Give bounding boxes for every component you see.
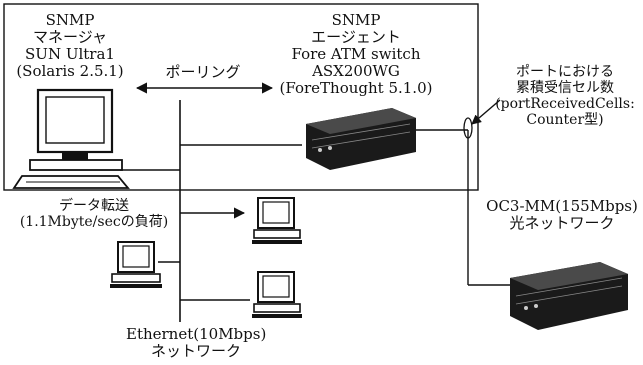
manager-machine: SUN Ultra1: [14, 46, 126, 63]
optical-line2: 光ネットワーク: [484, 215, 640, 232]
manager-os: (Solaris 2.5.1): [14, 63, 126, 80]
data-transfer-line1: データ転送: [14, 198, 174, 214]
source-pc-icon: [110, 242, 162, 288]
manager-label: SNMP マネージャ SUN Ultra1 (Solaris 2.5.1): [14, 12, 126, 80]
optical-network-label: OC3-MM(155Mbps) 光ネットワーク: [484, 198, 640, 232]
ethernet-line1: Ethernet(10Mbps): [126, 326, 266, 343]
port-counter-line2: 累積受信セル数: [490, 80, 640, 96]
agent-device: Fore ATM switch: [276, 46, 436, 63]
receiver-pc-upper-icon: [252, 198, 302, 244]
manager-workstation-icon: [14, 90, 128, 188]
agent-firmware: (ForeThought 5.1.0): [276, 80, 436, 97]
optical-line1: OC3-MM(155Mbps): [484, 198, 640, 215]
agent-model: ASX200WG: [276, 63, 436, 80]
data-transfer-label: データ転送 (1.1Mbyte/secの負荷): [14, 198, 174, 230]
polling-text: ポーリング: [148, 64, 258, 81]
atm-switch-agent-icon: [306, 108, 416, 170]
manager-role: マネージャ: [14, 29, 126, 46]
agent-label: SNMP エージェント Fore ATM switch ASX200WG (Fo…: [276, 12, 436, 97]
atm-switch-remote-icon: [510, 262, 628, 330]
agent-role: エージェント: [276, 29, 436, 46]
port-counter-label: ポートにおける 累積受信セル数 (portReceivedCells: Coun…: [490, 64, 640, 128]
port-counter-line1: ポートにおける: [490, 64, 640, 80]
ethernet-network-label: Ethernet(10Mbps) ネットワーク: [126, 326, 266, 360]
receiver-pc-lower-icon: [252, 272, 302, 318]
port-counter-line4: Counter型): [490, 112, 640, 128]
manager-title: SNMP: [14, 12, 126, 29]
agent-title: SNMP: [276, 12, 436, 29]
polling-label: ポーリング: [148, 64, 258, 81]
port-counter-line3: (portReceivedCells:: [490, 96, 640, 112]
data-transfer-line2: (1.1Mbyte/secの負荷): [14, 214, 174, 230]
ethernet-line2: ネットワーク: [126, 343, 266, 360]
